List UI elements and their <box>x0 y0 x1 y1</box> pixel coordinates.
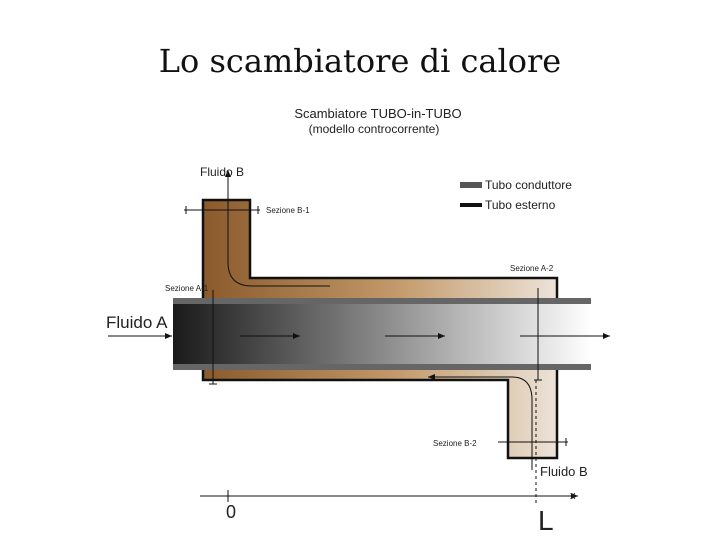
legend-swatch-outer <box>460 203 482 207</box>
section-b1-label: Sezione B-1 <box>266 206 310 215</box>
inner-fluid <box>173 304 591 364</box>
origin-label: 0 <box>226 502 236 522</box>
diagram-title: Scambiatore TUBO-in-TUBO <box>294 106 461 121</box>
fluid-a-label: Fluido A <box>106 313 168 332</box>
section-a2-label: Sezione A-2 <box>510 264 554 273</box>
fluid-b-inlet-path <box>227 172 330 287</box>
fluid-b-outlet-path <box>475 376 533 470</box>
section-b2-label: Sezione B-2 <box>433 439 477 448</box>
section-a1-label: Sezione A-1 <box>165 284 209 293</box>
x-axis-label: x <box>570 490 576 502</box>
diagram-subtitle: (modello controcorrente) <box>309 122 440 136</box>
slide-title: Lo scambiatore di calore <box>158 42 562 80</box>
fluid-b-inlet-label: Fluido B <box>200 165 244 179</box>
section-markers <box>184 206 568 446</box>
legend-label-outer: Tubo esterno <box>485 198 556 212</box>
legend: Tubo conduttore Tubo esterno <box>460 178 572 212</box>
legend-swatch-conductor <box>460 182 482 188</box>
length-label: L <box>538 505 554 536</box>
fluid-b-outlet-label: Fluido B <box>540 464 588 479</box>
legend-label-conductor: Tubo conduttore <box>485 178 572 192</box>
